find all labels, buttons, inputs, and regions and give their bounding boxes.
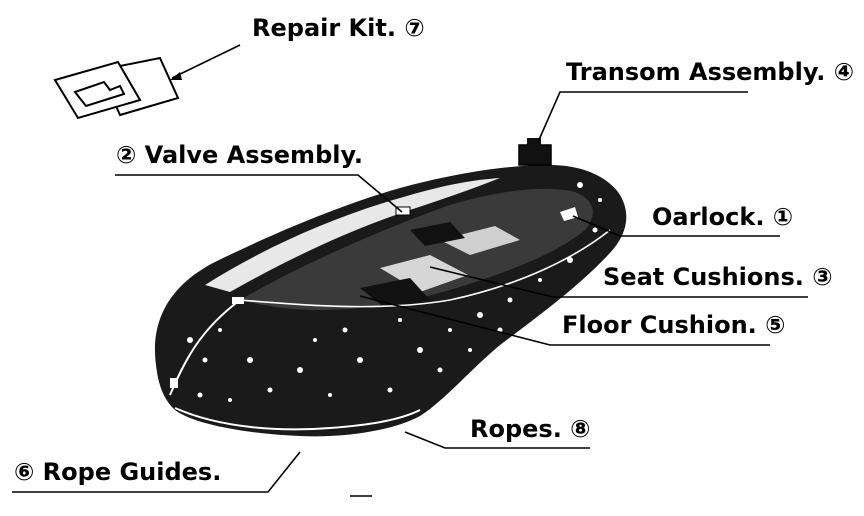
repair-kit-illustration [55, 58, 178, 118]
label-ropes: Ropes. ⑧ [470, 415, 591, 443]
boat-illustration [155, 138, 626, 436]
label-repair-kit: Repair Kit. ⑦ [252, 14, 425, 42]
label-seat-cushions: Seat Cushions. ③ [603, 263, 833, 291]
label-rope-guides: ⑥ Rope Guides. [14, 458, 221, 486]
label-valve-assembly: ② Valve Assembly. [116, 141, 363, 169]
label-transom-assembly: Transom Assembly. ④ [566, 58, 854, 86]
label-oarlock: Oarlock. ① [652, 203, 793, 231]
label-floor-cushion: Floor Cushion. ⑤ [562, 311, 785, 339]
